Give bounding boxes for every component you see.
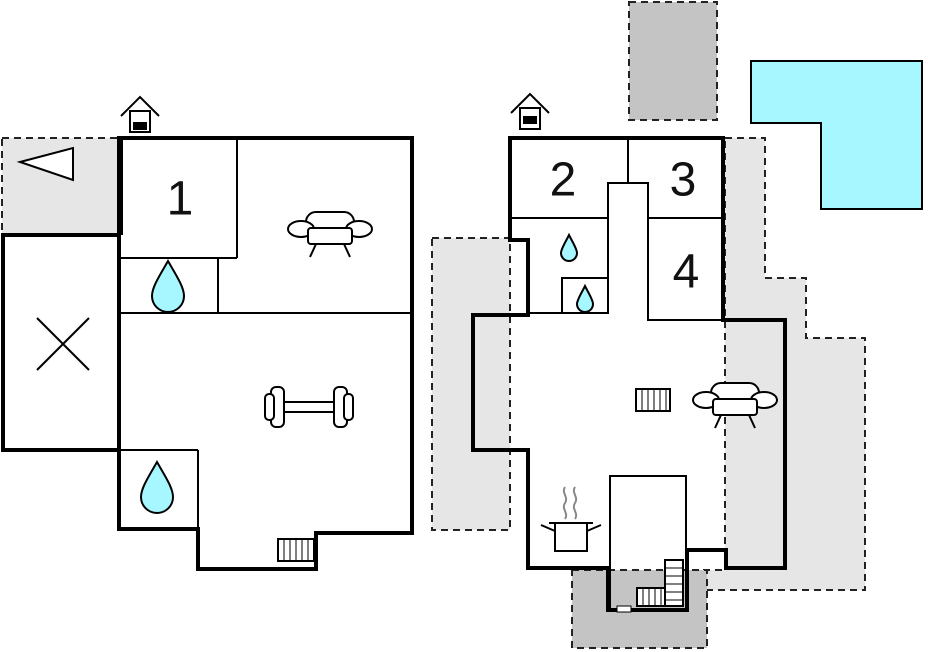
sofa-icon [287, 211, 373, 258]
room-3-number: 3 [670, 154, 697, 207]
bathroom-drop-icon [150, 258, 186, 313]
building-right [471, 136, 787, 613]
entrance-icon [510, 92, 550, 130]
room-1-number: 1 [167, 173, 194, 226]
kitchen-pot-icon [540, 486, 602, 552]
terrace-right-east [699, 137, 866, 591]
paved-area-top [628, 1, 718, 121]
right-building-walls [471, 136, 787, 612]
stair-door [616, 605, 632, 613]
triangle-marker-icon [16, 146, 74, 182]
room-2-number: 2 [550, 154, 577, 207]
building-left [1, 136, 414, 571]
cross-icon [36, 317, 90, 371]
entrance-icon [120, 95, 160, 133]
annex-room [1, 233, 119, 452]
radiator-icon [636, 587, 666, 607]
room-4-number: 4 [673, 246, 700, 299]
bathroom-drop-icon [139, 459, 175, 514]
pool [750, 60, 923, 210]
radiator-icon [635, 388, 671, 412]
sofa-icon [692, 382, 778, 429]
stairs-icon [664, 559, 684, 607]
radiator-icon [277, 538, 315, 562]
bathroom-drop-icon [575, 283, 595, 313]
left-building-walls [117, 136, 414, 571]
bathroom-drop-icon [559, 232, 579, 262]
fitness-dumbbell-icon [264, 386, 354, 428]
